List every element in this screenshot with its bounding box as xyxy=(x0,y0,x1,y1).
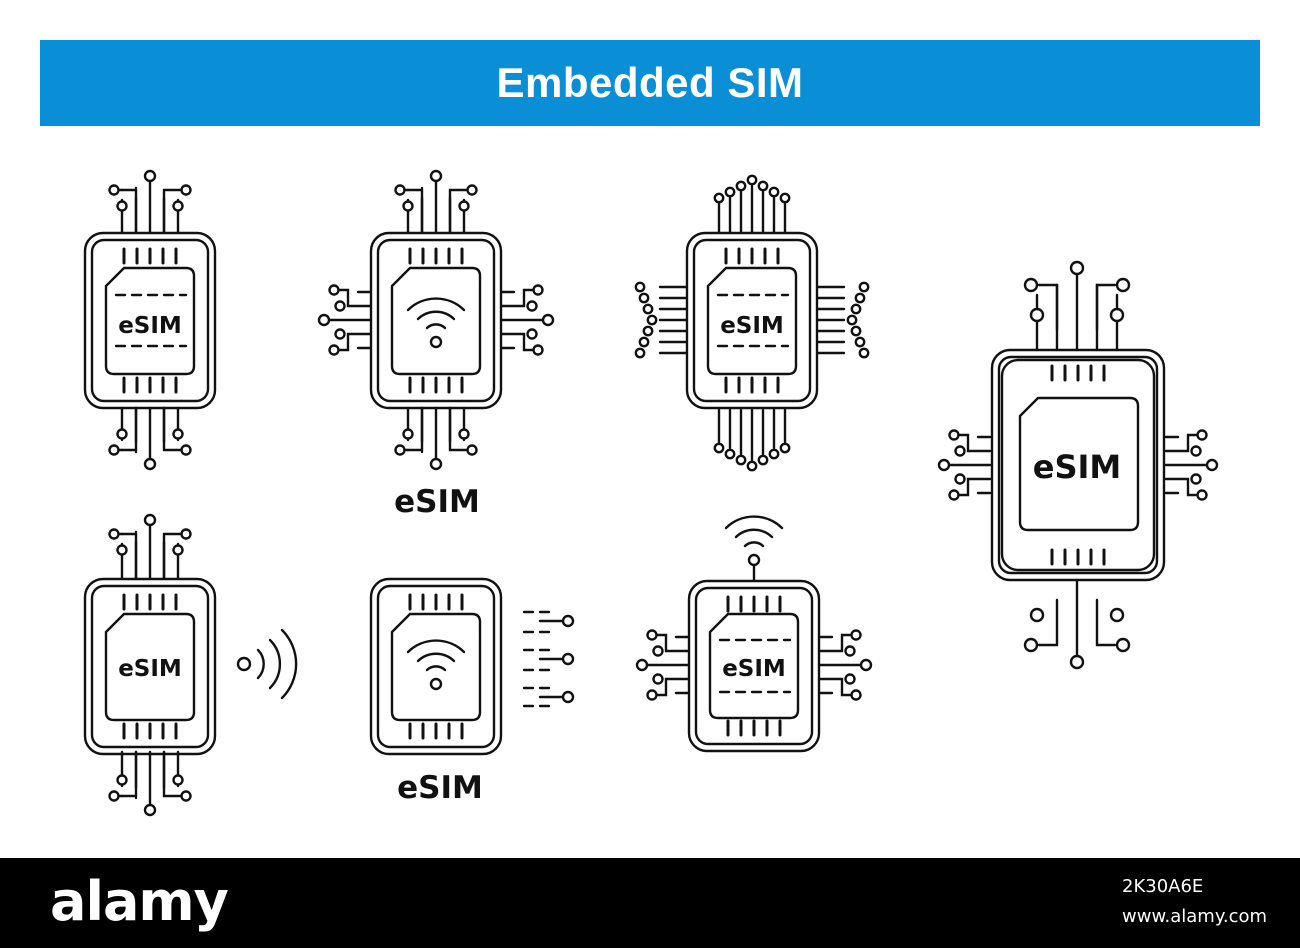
esim-chip-icon: eSIM xyxy=(83,169,217,471)
footer-logo: alamy xyxy=(50,870,229,933)
wifi-chip-caption: eSIM xyxy=(394,484,480,520)
esim-chip-nfc-icon: eSIM xyxy=(83,513,298,817)
esim-chip-wifi-signal-icon: eSIM xyxy=(635,515,873,753)
lines-chip-caption: eSIM xyxy=(397,770,483,806)
esim-chip-large-icon: eSIM xyxy=(937,260,1219,670)
esim-label: eSIM xyxy=(118,656,182,682)
esim-label: eSIM xyxy=(1033,448,1122,486)
esim-chip-dense-circuit-icon: eSIM xyxy=(634,174,870,472)
esim-label: eSIM xyxy=(118,313,182,339)
esim-label: eSIM xyxy=(722,656,786,682)
footer-url: www.alamy.com xyxy=(1122,906,1268,927)
wifi-chip-icon xyxy=(317,169,555,471)
banner: Embedded SIM xyxy=(40,40,1260,126)
wifi-chip-lines-icon xyxy=(369,577,575,756)
page-title: Embedded SIM xyxy=(496,59,804,106)
esim-label: eSIM xyxy=(720,313,784,339)
footer: alamy 2K30A6E www.alamy.com xyxy=(0,858,1300,948)
footer-image-id: 2K30A6E xyxy=(1122,876,1204,897)
